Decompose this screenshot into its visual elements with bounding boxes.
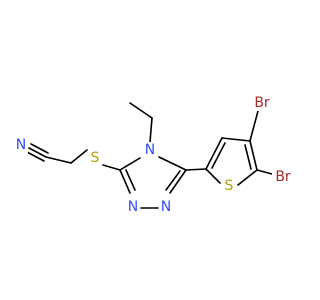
bond-thio-c2-c3 (205, 137, 223, 170)
bond-nitrile-triple-2 (26, 151, 45, 162)
atom-s-thioether: S (88, 150, 102, 166)
atom-label-s-thiophene: S (225, 178, 234, 194)
atom-s-thiophene: S (222, 178, 236, 194)
bond-n4-c5 (158, 156, 187, 171)
atom-label-s-thioether: S (91, 150, 100, 166)
bond-ch2-s (70, 149, 88, 164)
bond-nitrile-triple-3 (30, 143, 49, 154)
bond-ethyl-ch2-ch3 (129, 102, 153, 119)
atom-label-n1-ring: N (161, 199, 171, 215)
atom-n-nitrile: N (14, 137, 28, 153)
bond-thio-s-c2 (205, 168, 221, 184)
atom-br-top: Br (251, 95, 273, 111)
atom-label-n-nitrile: N (16, 137, 26, 153)
atom-n2-ring: N (126, 199, 140, 215)
molecule-structure-diagram: N S N N N S Br Br (14, 95, 294, 215)
bond-c4-br-top (249, 110, 259, 142)
bond-thio-c2-c3-double (211, 142, 226, 169)
atom-br-right: Br (272, 169, 294, 185)
atom-label-n4-ring: N (145, 142, 155, 158)
bond-c5-br-right (256, 169, 273, 175)
bond-thio-c4-c5 (249, 140, 258, 171)
atom-labels: N S N N N S Br Br (14, 95, 294, 215)
bonds (26, 102, 273, 209)
bond-n4-ethyl-ch2 (149, 117, 153, 143)
bond-c5-n1 (169, 169, 187, 194)
atom-label-n2-ring: N (128, 199, 138, 215)
bond-thio-c5-s (237, 169, 258, 186)
bond-c5-thiophene-c2 (185, 168, 207, 171)
bond-c5-n1-double (165, 170, 181, 191)
bond-n2-c3-double (125, 169, 136, 191)
atom-n4-ring: N (143, 142, 157, 158)
atom-label-br-right: Br (275, 169, 291, 185)
bond-thio-c4-c5-double (244, 144, 252, 170)
bond-c3-n4 (119, 157, 141, 171)
atom-n1-ring: N (159, 199, 173, 215)
bond-nitrile-triple-1 (28, 147, 47, 158)
bond-thio-c3-c4 (221, 137, 251, 142)
bond-nitrile-c-ch2 (45, 156, 72, 164)
bond-s-c3 (102, 164, 121, 171)
atom-label-br-top: Br (254, 95, 270, 111)
bond-n2-c3 (119, 169, 131, 194)
